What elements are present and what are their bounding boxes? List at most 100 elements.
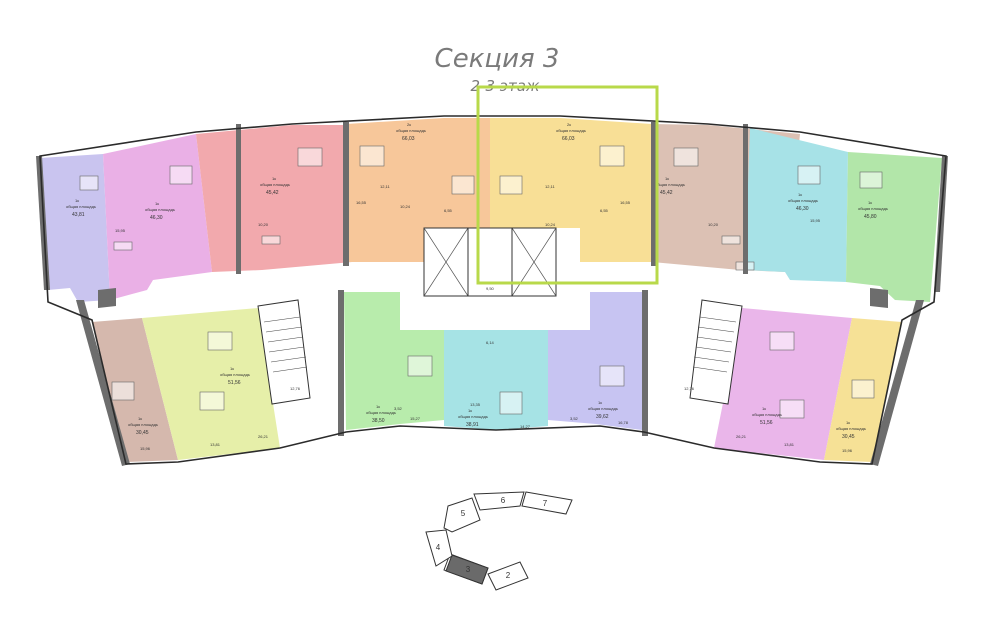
room-area: 26,21 — [736, 434, 747, 439]
unit-11-area: 38,50 — [372, 418, 385, 424]
minimap-section-7[interactable]: 7 — [521, 491, 573, 515]
unit-1-fill — [40, 154, 110, 302]
room-area: 10,24 — [545, 222, 556, 227]
unit-3-fill — [196, 125, 352, 272]
unit-5-area-label: общая площадь — [556, 128, 586, 133]
unit-12[interactable]: 1к общая площадь 38,91 14,27 13,35 6,14 — [444, 330, 548, 430]
unit-9-fill — [92, 318, 178, 462]
unit-3[interactable]: 1к общая площадь 45,42 10,20 — [196, 125, 352, 272]
unit-13-area: 39,62 — [596, 414, 609, 420]
wall-segment — [343, 122, 349, 266]
section-label: 2 — [506, 571, 511, 580]
bed — [79, 175, 99, 191]
section-shape — [521, 491, 573, 515]
unit-13-area-label: общая площадь — [588, 406, 618, 411]
room-area: 9,50 — [486, 286, 495, 291]
unit-9-area: 30,45 — [136, 430, 149, 436]
unit-15-area-label: общая площадь — [836, 426, 866, 431]
unit-8-area-label: общая площадь — [858, 206, 888, 211]
minimap-section-3[interactable]: 3 — [445, 554, 489, 585]
unit-6-rooms: 1к — [665, 176, 669, 181]
lift-cross — [511, 227, 557, 297]
bed-2 — [199, 391, 225, 411]
unit-11-rooms: 1к — [376, 404, 380, 409]
unit-5-area: 66,03 — [562, 136, 575, 142]
unit-3-rooms: 1к — [272, 176, 276, 181]
bed — [769, 331, 795, 351]
bed — [673, 147, 699, 167]
unit-6-area-label: общая площадь — [655, 182, 685, 187]
unit-10-rooms: 1к — [230, 366, 234, 371]
unit-4[interactable]: 2к общая площадь 66,03 12,11 16,55 10,24… — [346, 118, 490, 262]
bed — [207, 331, 233, 351]
bed — [859, 171, 883, 189]
bed — [599, 145, 625, 167]
minimap-section-4[interactable]: 4 — [425, 529, 453, 567]
unit-15[interactable]: 1к общая площадь 30,45 15,96 — [824, 318, 902, 462]
unit-13-rooms: 1к — [598, 400, 602, 405]
room-area: 15,95 — [115, 228, 126, 233]
lift-cross — [423, 227, 469, 297]
room-area: 12,76 — [290, 386, 301, 391]
section-label: 5 — [461, 509, 466, 518]
wall-segment — [642, 290, 648, 436]
unit-2[interactable]: 1к общая площадь 46,30 15,95 — [103, 134, 212, 300]
bed — [797, 165, 821, 185]
unit-10[interactable]: 1к общая площадь 51,56 13,81 26,21 — [142, 308, 280, 460]
room-area: 26,21 — [258, 434, 269, 439]
section-label: 3 — [466, 565, 471, 574]
section-minimap: 2 3 4 5 6 7 — [425, 491, 573, 591]
section-label: 6 — [501, 496, 506, 505]
unit-11[interactable]: 1к общая площадь 38,50 15,27 3,52 — [344, 292, 444, 430]
wall-segment — [743, 124, 748, 274]
page-title: Секция 3 — [435, 44, 560, 74]
bed — [599, 365, 625, 387]
minimap-section-6[interactable]: 6 — [473, 491, 525, 511]
wall-segment — [338, 290, 344, 436]
unit-1-area-label: общая площадь — [66, 204, 96, 209]
unit-8[interactable]: 1к общая площадь 45,80 — [846, 152, 942, 302]
unit-5[interactable]: 2к общая площадь 66,03 12,11 16,55 10,24… — [490, 118, 652, 262]
section-shape — [425, 529, 453, 567]
section-shape-active — [445, 554, 489, 585]
unit-13-fill — [548, 292, 644, 430]
room-area: 6,55 — [444, 208, 453, 213]
building-outline — [39, 115, 947, 465]
unit-1-rooms: 1к — [75, 198, 79, 203]
room-area: 10,20 — [708, 222, 719, 227]
column — [98, 288, 116, 308]
unit-14[interactable]: 1к общая площадь 51,56 13,81 26,21 — [714, 308, 852, 460]
walls — [36, 115, 948, 466]
minimap-section-1[interactable]: 2 — [487, 561, 529, 591]
unit-2-area: 46,30 — [150, 215, 163, 221]
room-area: 15,95 — [810, 218, 821, 223]
room-area: 10,24 — [400, 204, 411, 209]
minimap-section-5[interactable]: 5 — [443, 497, 481, 533]
unit-7-area: 46,30 — [796, 206, 809, 212]
unit-14-rooms: 1к — [762, 406, 766, 411]
room-area: 13,81 — [210, 442, 221, 447]
unit-11-area-label: общая площадь — [366, 410, 396, 415]
unit-7-rooms: 1к — [798, 192, 802, 197]
table — [499, 391, 523, 415]
unit-7-area-label: общая площадь — [788, 198, 818, 203]
room-area: 12,11 — [545, 184, 555, 189]
unit-4-area-label: общая площадь — [396, 128, 426, 133]
section-label: 7 — [543, 499, 548, 508]
unit-8-rooms: 1к — [868, 200, 872, 205]
room-area: 13,81 — [784, 442, 795, 447]
unit-8-area: 45,80 — [864, 214, 877, 220]
section-shape — [473, 491, 525, 511]
stair-steps-left — [263, 316, 308, 373]
unit-14-area-label: общая площадь — [752, 412, 782, 417]
room-area: 3,52 — [394, 406, 403, 411]
lift-hall — [467, 227, 513, 297]
stair-steps-right — [692, 316, 737, 373]
unit-12-rooms: 1к — [468, 408, 472, 413]
unit-13[interactable]: 1к общая площадь 39,62 16,78 3,52 — [548, 292, 644, 430]
unit-9[interactable]: 1к общая площадь 30,45 15,96 — [92, 318, 178, 462]
unit-1[interactable]: 1к общая площадь 43,81 — [40, 154, 110, 302]
unit-7[interactable]: 1к общая площадь 46,30 15,95 — [735, 128, 848, 282]
unit-4-area: 66,03 — [402, 136, 415, 142]
